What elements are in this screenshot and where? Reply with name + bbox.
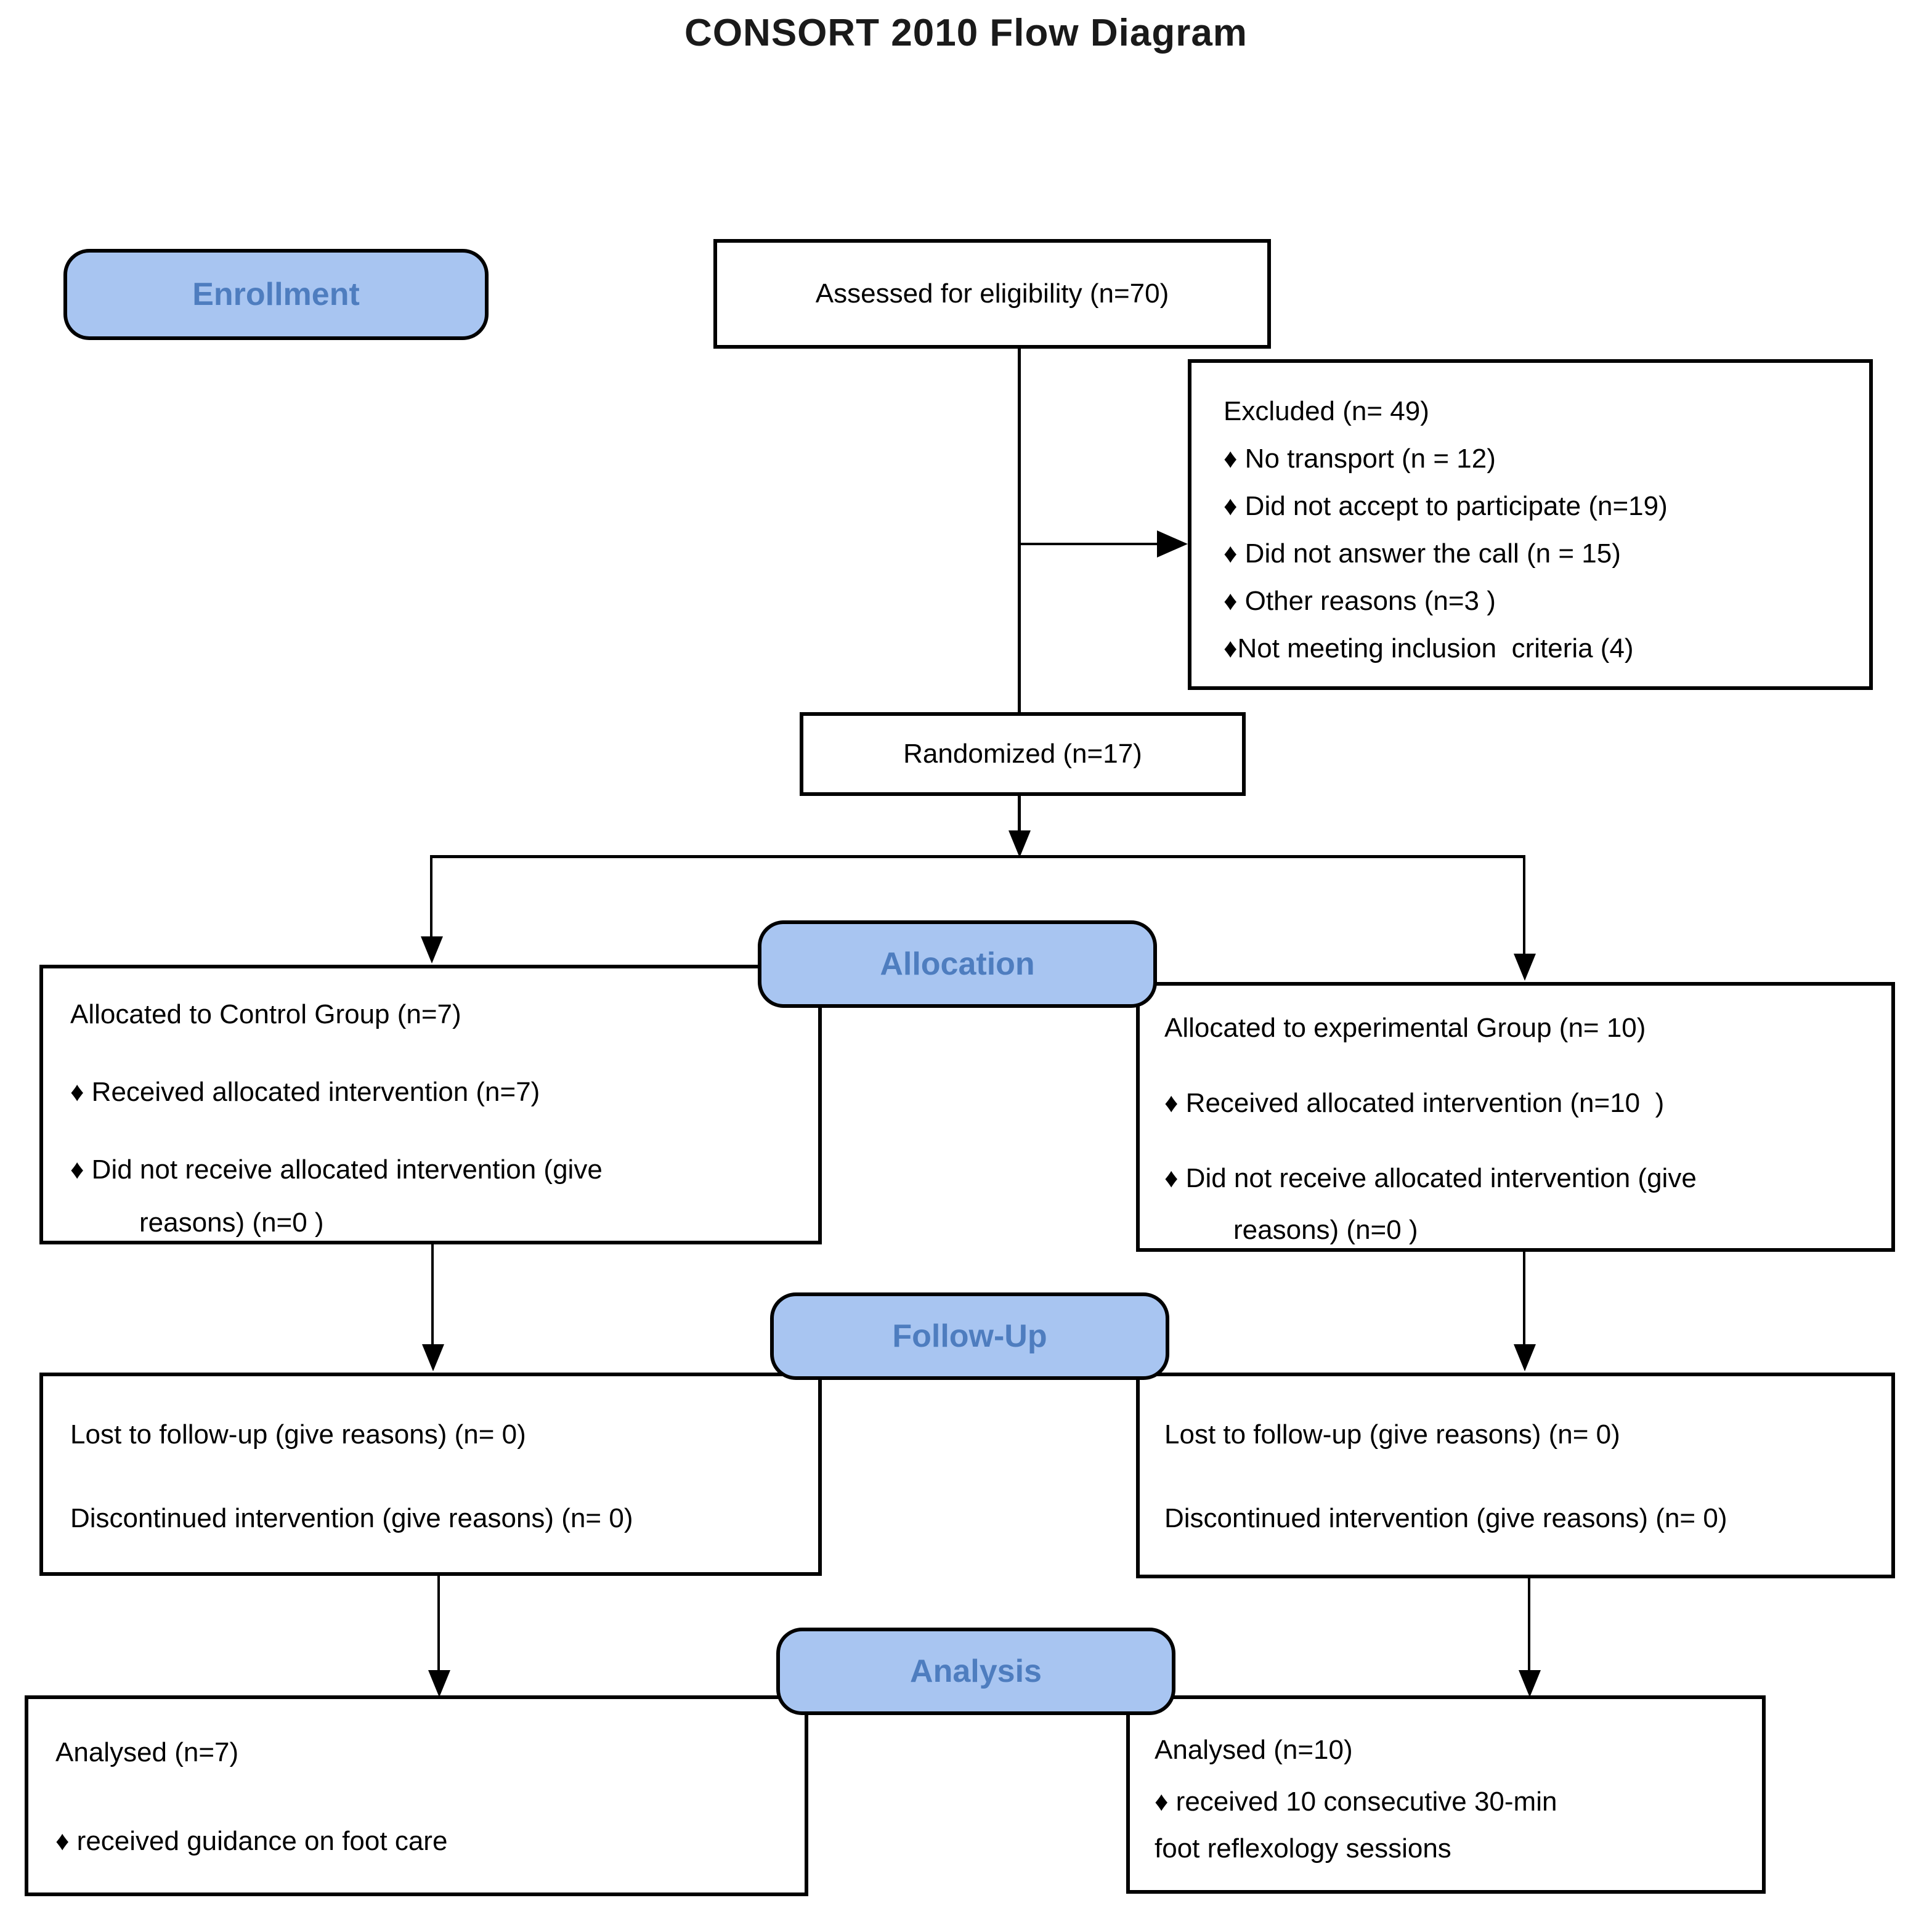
box-followup-control: Lost to follow-up (give reasons) (n= 0) … (39, 1373, 822, 1576)
connector-branch-left (430, 855, 432, 936)
connector-branch-horizontal (430, 855, 1525, 858)
box-assessed-text: Assessed for eligibility (n=70) (815, 278, 1169, 309)
analysis-experimental-bullet: ♦ received 10 consecutive 30-min (1155, 1787, 1557, 1817)
box-analysis-control: Analysed (n=7) ♦ received guidance on fo… (25, 1695, 808, 1896)
box-analysis-experimental: Analysed (n=10) ♦ received 10 consecutiv… (1126, 1695, 1766, 1894)
stage-pill-analysis: Analysis (776, 1628, 1175, 1715)
connector-assessed-excluded (1018, 543, 1159, 545)
box-randomized: Randomized (n=17) (800, 712, 1246, 796)
connector-followup-control-analysis (437, 1576, 440, 1671)
box-alloc-control: Allocated to Control Group (n=7) ♦ Recei… (39, 965, 822, 1244)
box-excluded: Excluded (n= 49) ♦ No transport (n = 12)… (1188, 359, 1873, 690)
connector-alloc-experimental-followup (1523, 1252, 1525, 1344)
analysis-experimental-bullet-cont: foot reflexology sessions (1155, 1833, 1451, 1864)
arrowhead-branch-center (1009, 830, 1031, 858)
alloc-control-bullet: ♦ Received allocated intervention (n=7) (70, 1077, 540, 1107)
page-title: CONSORT 2010 Flow Diagram (684, 12, 1248, 54)
analysis-control-bullet: ♦ received guidance on foot care (55, 1826, 448, 1856)
arrowhead-excluded (1157, 530, 1188, 558)
excluded-item: ♦ Did not accept to participate (n=19) (1224, 491, 1668, 521)
box-followup-experimental: Lost to follow-up (give reasons) (n= 0) … (1136, 1373, 1895, 1578)
box-excluded-heading: Excluded (n= 49) (1224, 396, 1429, 426)
alloc-experimental-bullet-cont: reasons) (n=0 ) (1233, 1215, 1418, 1245)
arrowhead-followup-experimental (1514, 1344, 1536, 1371)
followup-experimental-line: Lost to follow-up (give reasons) (n= 0) (1164, 1419, 1620, 1450)
alloc-experimental-bullet: ♦ Received allocated intervention (n=10 … (1164, 1088, 1665, 1118)
alloc-control-bullet: ♦ Did not receive allocated intervention… (70, 1154, 603, 1185)
excluded-item: ♦ No transport (n = 12) (1224, 444, 1496, 474)
followup-experimental-line: Discontinued intervention (give reasons)… (1164, 1503, 1727, 1533)
followup-control-line: Lost to follow-up (give reasons) (n= 0) (70, 1419, 526, 1450)
arrowhead-analysis-control (428, 1670, 450, 1697)
arrowhead-alloc-control (421, 936, 443, 964)
arrowhead-analysis-experimental (1519, 1670, 1541, 1697)
connector-branch-right (1523, 855, 1525, 954)
connector-followup-experimental-analysis (1528, 1578, 1530, 1671)
stage-pill-enrollment: Enrollment (63, 249, 489, 340)
alloc-experimental-heading: Allocated to experimental Group (n= 10) (1164, 1013, 1646, 1043)
arrowhead-alloc-experimental (1514, 954, 1536, 981)
box-assessed: Assessed for eligibility (n=70) (713, 239, 1271, 349)
connector-alloc-control-followup (431, 1244, 434, 1344)
stage-pill-enrollment-label: Enrollment (192, 277, 360, 312)
alloc-experimental-bullet: ♦ Did not receive allocated intervention… (1164, 1163, 1697, 1193)
alloc-control-bullet-cont: reasons) (n=0 ) (139, 1207, 324, 1238)
analysis-experimental-heading: Analysed (n=10) (1155, 1735, 1353, 1765)
arrowhead-followup-control (422, 1344, 444, 1371)
stage-pill-allocation-label: Allocation (880, 946, 1035, 982)
box-alloc-experimental: Allocated to experimental Group (n= 10) … (1136, 982, 1895, 1252)
excluded-item: ♦ Did not answer the call (n = 15) (1224, 538, 1621, 569)
stage-pill-analysis-label: Analysis (910, 1653, 1042, 1689)
followup-control-line: Discontinued intervention (give reasons)… (70, 1503, 633, 1533)
stage-pill-followup-label: Follow-Up (892, 1318, 1047, 1354)
connector-randomized-branch (1018, 796, 1021, 832)
excluded-item: ♦ Other reasons (n=3 ) (1224, 586, 1496, 616)
box-randomized-text: Randomized (n=17) (903, 739, 1142, 769)
stage-pill-allocation: Allocation (758, 920, 1157, 1008)
excluded-item: ♦Not meeting inclusion criteria (4) (1224, 633, 1634, 663)
analysis-control-heading: Analysed (n=7) (55, 1737, 239, 1767)
connector-assessed-randomized (1018, 349, 1021, 712)
stage-pill-followup: Follow-Up (770, 1292, 1169, 1380)
alloc-control-heading: Allocated to Control Group (n=7) (70, 999, 461, 1029)
